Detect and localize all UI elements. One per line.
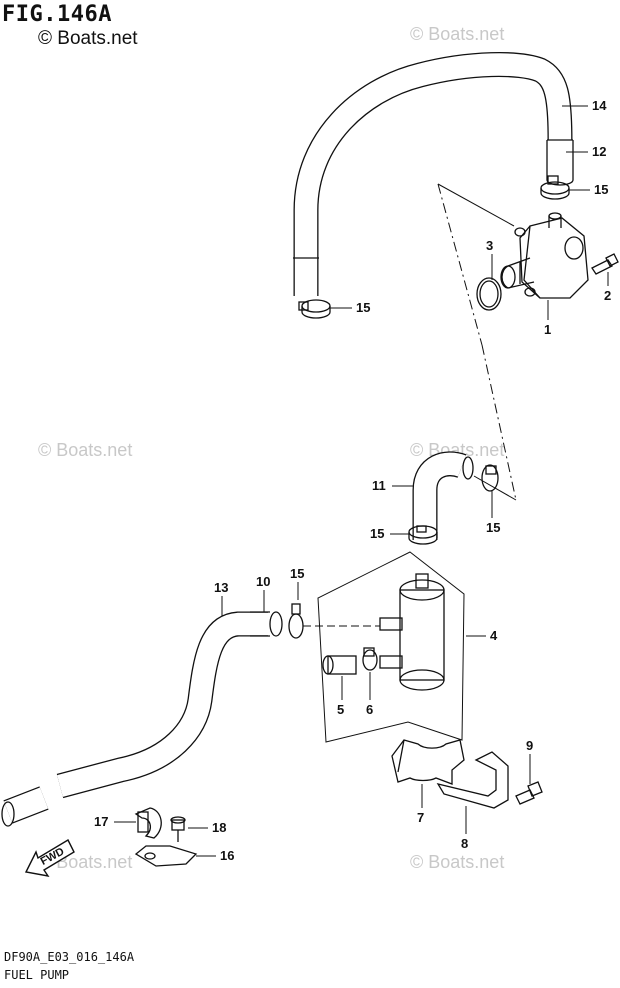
- callout-5: 5: [337, 702, 344, 717]
- hose-clamp: [481, 464, 499, 492]
- callout-7: 7: [417, 810, 424, 825]
- watermark: © Boats.net: [410, 852, 505, 872]
- hose-clamp: [408, 525, 438, 545]
- bracket-bolt: [515, 781, 543, 805]
- o-ring: [476, 277, 502, 311]
- callout-10: 10: [256, 574, 270, 589]
- callout-2: 2: [604, 288, 611, 303]
- hose-end-segment: [1, 786, 49, 827]
- fwd-arrow-icon: FWD: [24, 839, 75, 877]
- callout-6: 6: [366, 702, 373, 717]
- callout-8: 8: [461, 836, 468, 851]
- hose-clamp: [362, 647, 378, 671]
- copyright-notice: © Boats.net: [38, 28, 138, 49]
- fuel-hose-upper: [293, 52, 574, 296]
- callout-3: 3: [486, 238, 493, 253]
- diagram-code: DF90A_E03_016_146A: [4, 950, 135, 964]
- callout-12: 12: [592, 144, 606, 159]
- fuel-filter: [379, 573, 445, 691]
- hose-clip: [134, 807, 162, 839]
- watermark: © Boats.net: [410, 24, 505, 44]
- callout-1: 1: [544, 322, 551, 337]
- short-hose: [322, 655, 357, 675]
- watermark: © Boats.net: [38, 440, 133, 460]
- hose-clamp: [540, 175, 570, 200]
- mount-bracket: [436, 751, 509, 809]
- section-title: FUEL PUMP: [4, 968, 70, 982]
- filter-bracket: [391, 739, 465, 785]
- callout-15: 15: [594, 182, 608, 197]
- elbow-hose: [412, 451, 474, 540]
- callout-15: 15: [370, 526, 384, 541]
- callout-13: 13: [214, 580, 228, 595]
- hose-clamp: [298, 299, 331, 319]
- figure-number: FIG.146A: [2, 2, 112, 27]
- fuel-pump: [500, 212, 589, 299]
- filter-outline-box: [317, 551, 465, 743]
- callout-15: 15: [486, 520, 500, 535]
- hose-clamp: [288, 603, 304, 639]
- callout-16: 16: [220, 848, 234, 863]
- callout-18: 18: [212, 820, 226, 835]
- callout-15: 15: [290, 566, 304, 581]
- callout-4: 4: [490, 628, 498, 643]
- callout-11: 11: [372, 478, 386, 493]
- callout-15: 15: [356, 300, 370, 315]
- clip-bolt: [170, 816, 186, 842]
- callout-17: 17: [94, 814, 108, 829]
- callout-9: 9: [526, 738, 533, 753]
- callout-14: 14: [592, 98, 607, 113]
- retaining-plate: [134, 845, 198, 867]
- pump-bolt: [591, 253, 619, 275]
- fuel-hose-lower: [56, 611, 283, 799]
